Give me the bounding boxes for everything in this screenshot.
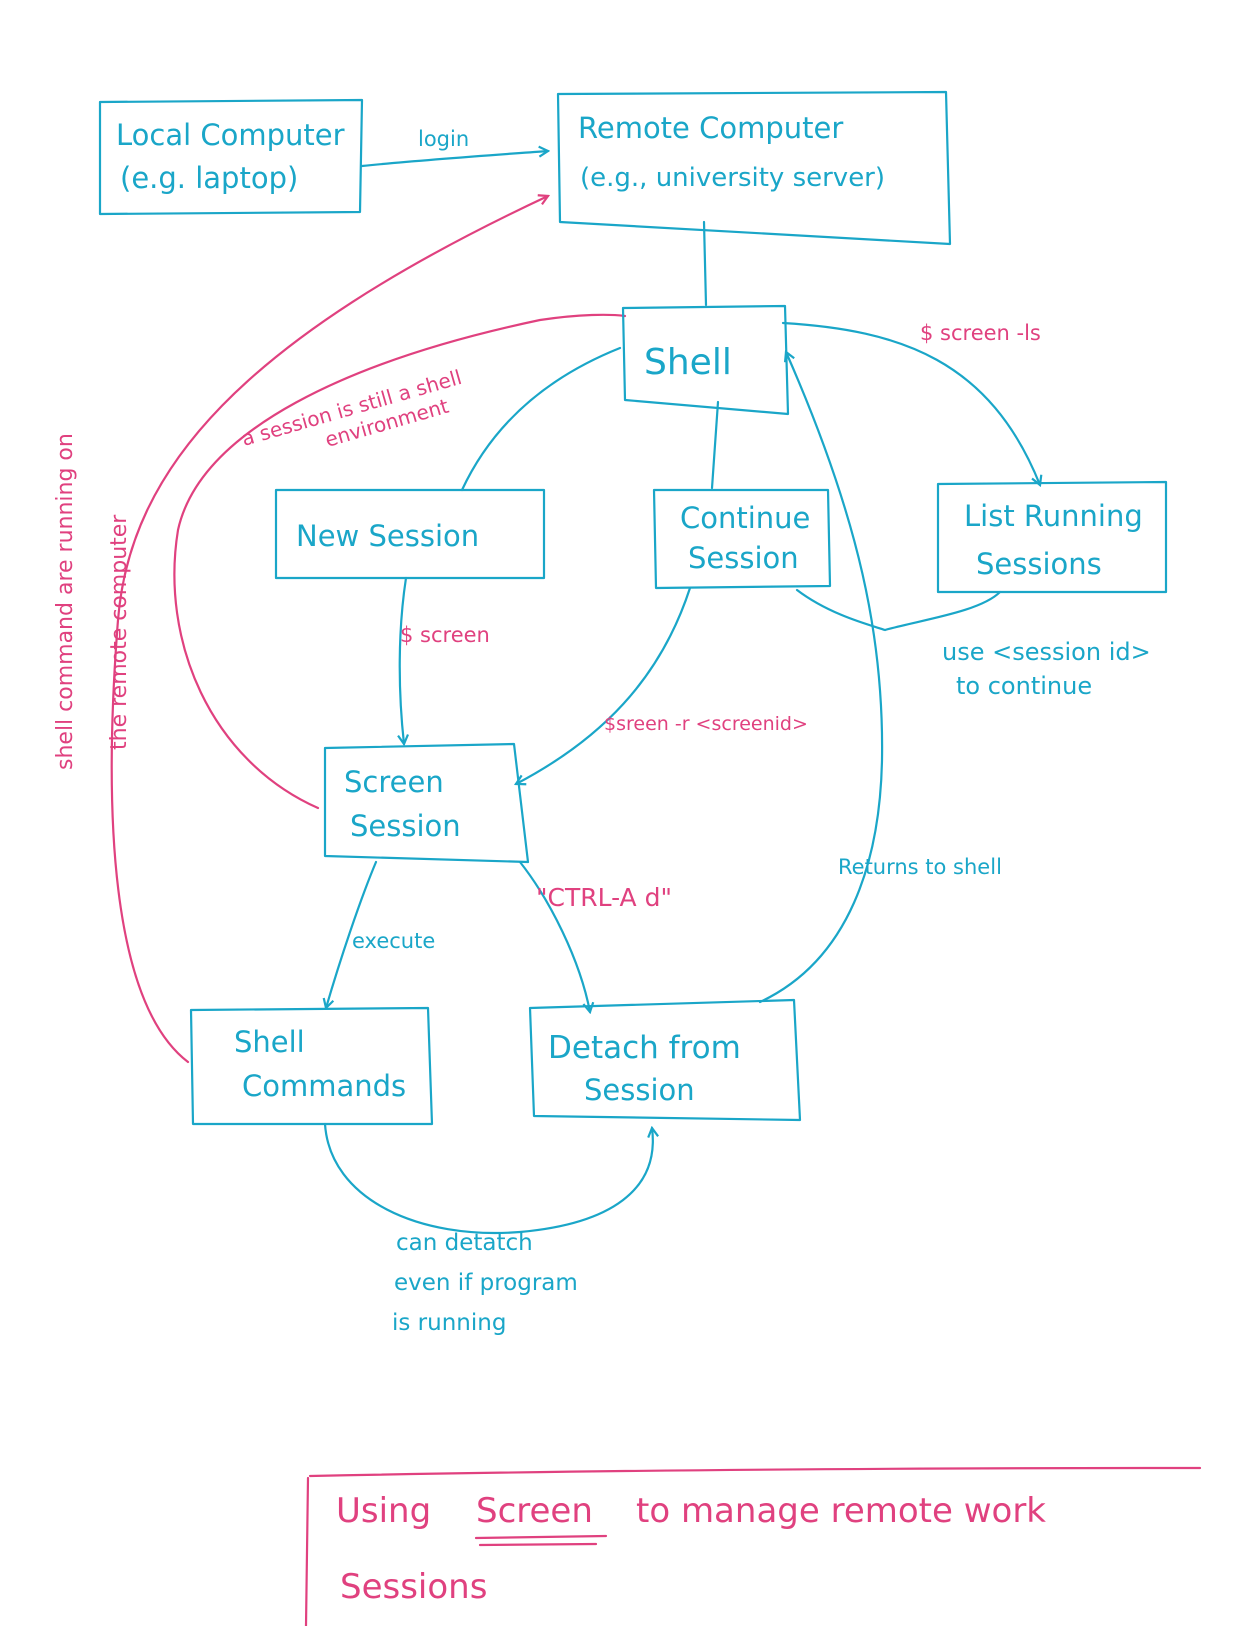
node-screen-session: Screen Session — [323, 742, 530, 864]
label-is-running: is running — [392, 1310, 506, 1336]
node-list-running-sessions: List Running Sessions — [936, 480, 1168, 594]
label-use-session-id: use <session id> — [942, 638, 1151, 666]
node-label: Shell — [234, 1025, 305, 1059]
node-remote-computer: Remote Computer (e.g., university server… — [556, 90, 952, 246]
node-label: Sessions — [976, 547, 1102, 581]
node-continue-session: Continue Session — [652, 488, 832, 590]
label-screen: $ screen — [400, 623, 490, 647]
label-remote-note-line2: the remote computer — [107, 514, 132, 750]
label-can-detach: can detatch — [396, 1230, 533, 1256]
node-detach-from-session: Detach from Session — [528, 998, 802, 1122]
edge-new-session-to-screen-session — [400, 576, 406, 744]
edge-local-to-remote — [360, 151, 548, 168]
edge-screen-session-to-shell-commands — [326, 860, 378, 1008]
edge-shell-to-continue-session — [710, 400, 720, 490]
label-returns-to-shell: Returns to shell — [838, 855, 1002, 879]
node-label: Session — [350, 809, 461, 843]
node-label: Commands — [242, 1069, 406, 1103]
edge-shell-commands-to-remote — [110, 196, 548, 1064]
label-even-if-program: even if program — [394, 1270, 578, 1296]
node-shell-commands: Shell Commands — [189, 1006, 434, 1126]
node-new-session: New Session — [274, 488, 546, 580]
edge-shell-commands-to-detach — [323, 1122, 653, 1235]
diagram-title: Using Screen to manage remote work Sessi… — [336, 1491, 1046, 1607]
edge-screen-session-to-detach — [518, 860, 590, 1012]
edge-detach-to-shell — [758, 352, 884, 1004]
edge-shell-to-list-sessions — [781, 321, 1040, 485]
edge-shell-to-new-session — [460, 346, 622, 492]
edge-remote-to-shell — [702, 220, 708, 307]
label-screen-r: $sreen -r <screenid> — [604, 713, 808, 735]
node-label: Local Computer — [116, 118, 345, 152]
node-label: Detach from — [548, 1030, 741, 1066]
title-box-left-border — [304, 1476, 310, 1626]
node-local-computer: Local Computer (e.g. laptop) — [98, 98, 364, 216]
edge-continue-to-screen-session — [516, 586, 692, 784]
label-screen-ls: $ screen -ls — [920, 321, 1041, 345]
label-ctrl-a-d: "CTRL-A d" — [536, 883, 672, 912]
screen-underline — [474, 1534, 608, 1547]
edge-list-to-continue — [795, 588, 1002, 632]
title-box-top-border — [308, 1466, 1202, 1478]
node-label: Shell — [644, 342, 732, 383]
node-label: List Running — [964, 499, 1143, 533]
node-label: (e.g. laptop) — [120, 161, 298, 195]
label-to-continue: to continue — [956, 672, 1092, 700]
label-still-shell-group: a session is still a shell environment — [239, 365, 465, 452]
label-execute: execute — [352, 929, 435, 953]
node-shell: Shell — [621, 304, 790, 416]
node-label: (e.g., university server) — [580, 163, 885, 193]
label-remote-note-group: shell command are running on the remote … — [53, 433, 132, 770]
label-remote-note-line1: shell command are running on — [53, 433, 78, 770]
node-label: Screen — [344, 765, 444, 799]
node-label: Continue — [680, 501, 810, 535]
title-part1: Using — [336, 1491, 431, 1531]
node-label: Session — [584, 1073, 695, 1107]
edge-screen-session-back-to-shell — [173, 313, 627, 810]
title-emphasis: Screen — [476, 1491, 593, 1531]
node-label: Session — [688, 541, 799, 575]
title-part2: to manage remote work — [636, 1491, 1046, 1531]
label-login: login — [418, 127, 469, 151]
node-label: Remote Computer — [578, 111, 843, 145]
title-line2: Sessions — [340, 1567, 487, 1607]
node-label: New Session — [296, 519, 479, 553]
